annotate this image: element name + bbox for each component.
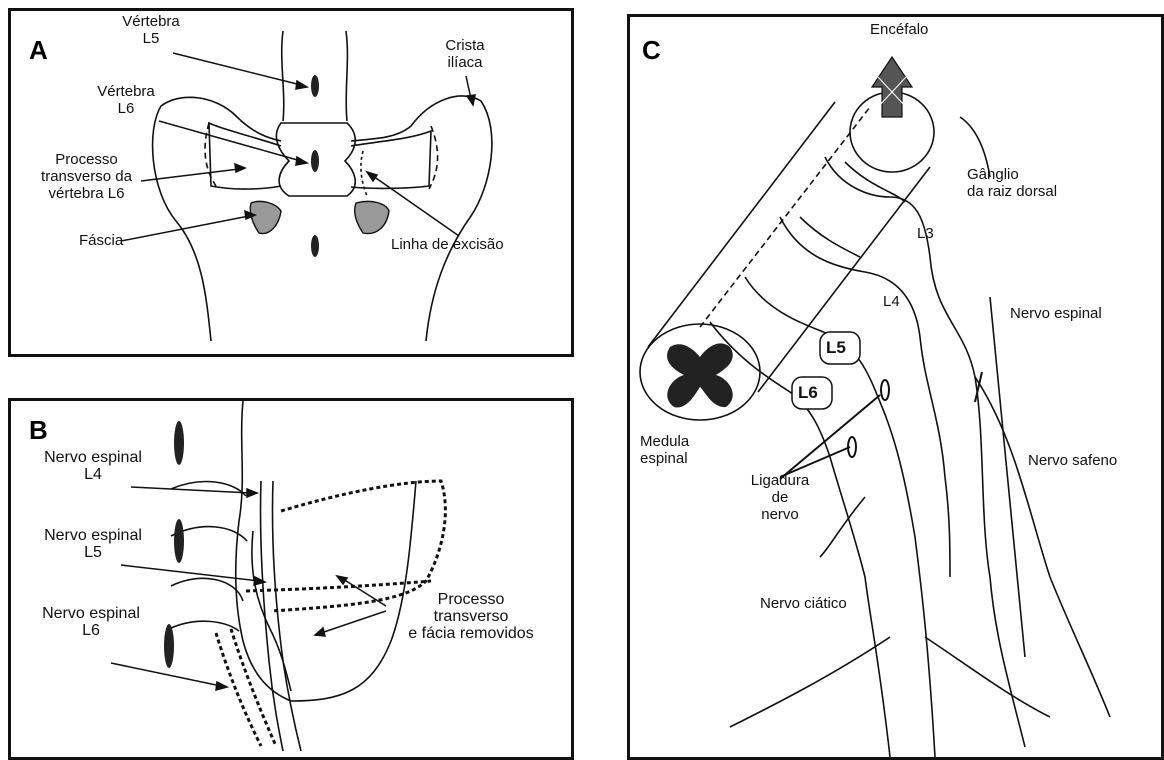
label-processo-transverso: Processo transverso da vértebra L6: [29, 151, 144, 202]
sciatic-side-branch: [820, 497, 865, 557]
label-linha-excisao: Linha de excisão: [391, 236, 504, 253]
label-l5: L5: [826, 339, 846, 356]
label-l3: L3: [917, 225, 934, 242]
nerve-safeno: [975, 377, 1110, 717]
encephalon-arrow: [872, 57, 912, 117]
label-nervo-safeno: Nervo safeno: [1028, 452, 1117, 469]
label-encefalo: Encéfalo: [870, 21, 928, 38]
vertebra-arc-4: [169, 621, 239, 631]
spinous-mark-3: [164, 624, 174, 668]
sciatic-branch-left: [730, 637, 890, 727]
panel-c-illustration: [630, 17, 1161, 757]
label-processo-removidos: Processo transverso e fácia removidos: [391, 591, 551, 642]
label-ganglio: Gânglio da raiz dorsal: [967, 166, 1057, 200]
nerve-l4b: [272, 481, 301, 751]
l6-spinous-mark: [311, 150, 319, 172]
spine-left-edge: [282, 31, 284, 121]
label-medula-espinal: Medula espinal: [640, 433, 689, 467]
label-nervo-l6: Nervo espinal L6: [31, 605, 151, 639]
right-fascia: [355, 201, 389, 233]
panel-a-letter: A: [29, 35, 48, 66]
label-nervo-espinal: Nervo espinal: [1010, 305, 1102, 322]
spine-right-edge: [346, 31, 347, 121]
panel-b: B Nervo espinal L4 Nervo espinal L5 Nerv…: [8, 398, 574, 760]
ligature-l5: [881, 380, 889, 400]
cord-midline: [700, 107, 870, 327]
l5-spinous-mark: [311, 75, 319, 97]
label-nervo-l4: Nervo espinal L4: [33, 449, 153, 483]
sacral-spinous-mark: [311, 235, 319, 257]
label-l6: L6: [798, 384, 818, 401]
label-nervo-l5: Nervo espinal L5: [33, 527, 153, 561]
label-fascia: Fáscia: [79, 232, 123, 249]
panel-b-letter: B: [29, 415, 48, 446]
spinous-mark-2: [174, 519, 184, 563]
label-l4: L4: [883, 293, 900, 310]
label-vertebra-l6: Vértebra L6: [86, 83, 166, 117]
left-fascia: [250, 201, 281, 233]
label-ligadura: Ligadura de nervo: [735, 472, 825, 523]
label-nervo-ciatico: Nervo ciático: [760, 595, 847, 612]
ligature-pointer-2: [780, 395, 880, 479]
spinous-mark-1: [174, 421, 184, 465]
vertebra-arc-1: [171, 482, 246, 496]
center-excision-line: [361, 151, 367, 196]
vertebra-arc-3: [171, 578, 243, 601]
left-transverse-process: [209, 123, 281, 189]
panel-c: C Encéfalo Gânglio da raiz dorsal L3 L4 …: [627, 14, 1164, 760]
sciatic-branch-right: [925, 637, 1050, 717]
label-crista-iliaca: Crista ilíaca: [425, 37, 505, 71]
panel-a: A Vértebra L5 Vértebra L6 Crista ilíaca …: [8, 8, 574, 357]
panel-c-letter: C: [642, 35, 661, 66]
label-vertebra-l5: Vértebra L5: [111, 13, 191, 47]
